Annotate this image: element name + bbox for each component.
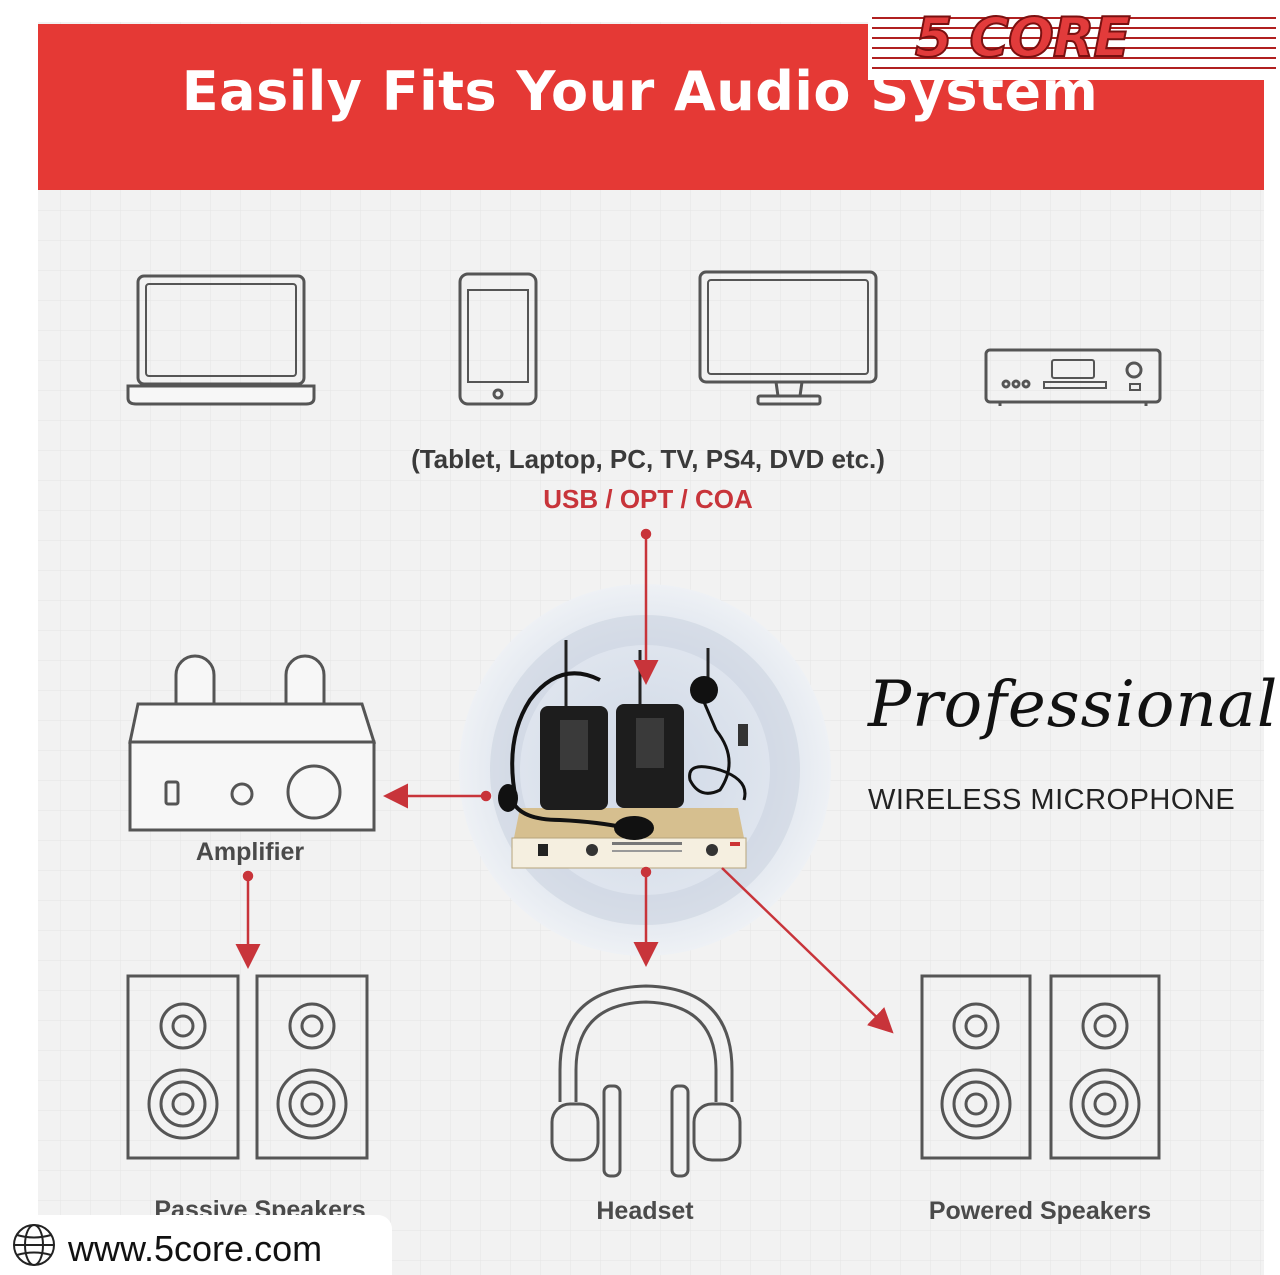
smartphone-icon bbox=[458, 272, 538, 406]
product-subtitle: WIRELESS MICROPHONE bbox=[868, 784, 1236, 816]
dvd-player-icon bbox=[984, 348, 1162, 406]
brand-logo-text: 5 CORE bbox=[914, 5, 1131, 70]
website-link[interactable]: www.5core.com bbox=[68, 1228, 323, 1269]
powered-speakers-label: Powered Speakers bbox=[928, 1197, 1152, 1225]
amplifier-label: Amplifier bbox=[195, 838, 305, 866]
globe-icon bbox=[13, 1224, 55, 1266]
arrow-system-to-powered bbox=[721, 867, 894, 1034]
website-footer bbox=[0, 1215, 392, 1275]
monitor-icon bbox=[698, 270, 878, 406]
wireless-microphone-system-image bbox=[498, 640, 748, 869]
laptop-icon bbox=[126, 274, 316, 406]
headset-label: Headset bbox=[596, 1197, 694, 1225]
passive-speakers-label: Passive Speakers bbox=[154, 1196, 366, 1218]
page-title: Easily Fits Your Audio System bbox=[181, 60, 1099, 123]
source-devices-caption: (Tablet, Laptop, PC, TV, PS4, DVD etc.) bbox=[411, 444, 885, 474]
headphones-icon bbox=[550, 984, 742, 1178]
amplifier-icon bbox=[128, 654, 377, 832]
product-title: Professional bbox=[868, 668, 1279, 742]
brand-logo bbox=[868, 8, 1280, 80]
speaker-icon bbox=[920, 974, 1161, 1160]
connection-types: USB / OPT / COA bbox=[543, 484, 753, 514]
speaker-icon bbox=[126, 974, 369, 1160]
